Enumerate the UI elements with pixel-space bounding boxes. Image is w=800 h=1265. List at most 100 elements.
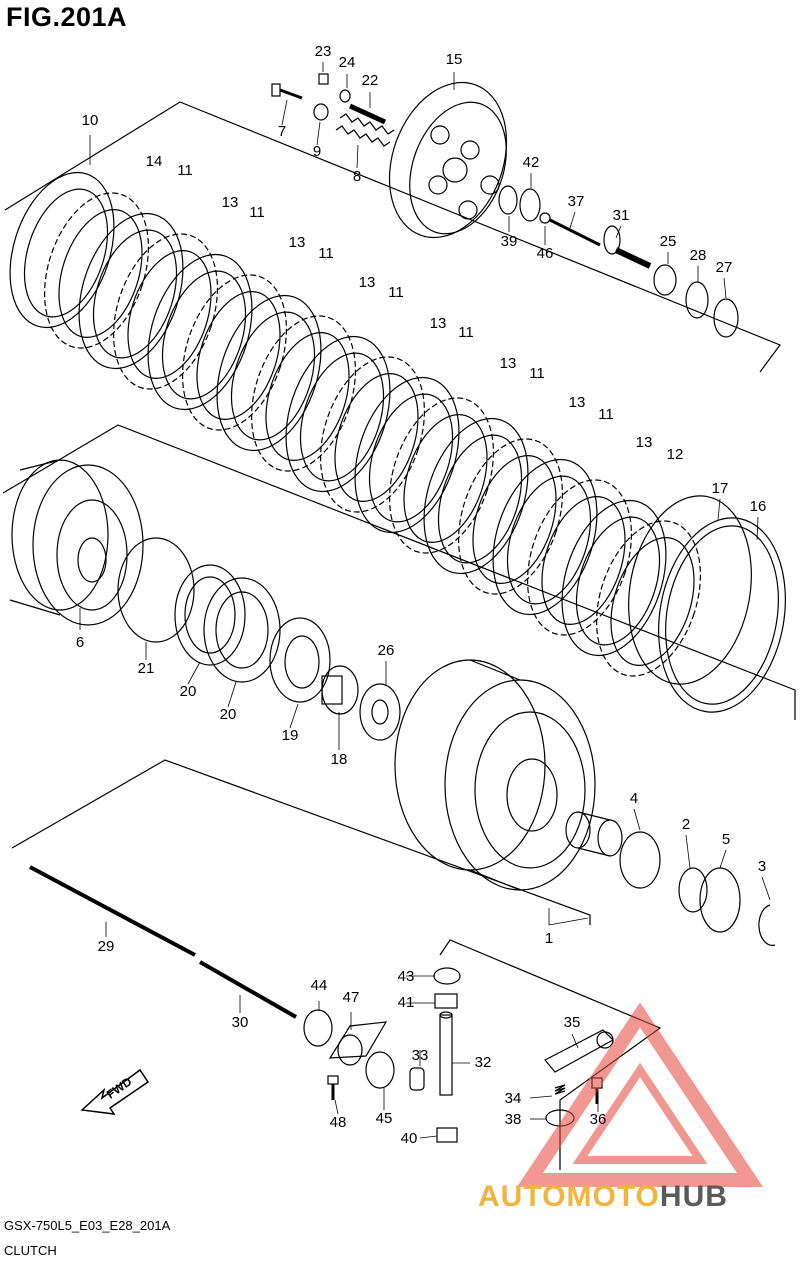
- plate-inner-edge: [23, 188, 109, 318]
- sleeve-hub: [9, 459, 144, 626]
- watermark-text-part2: HUB: [659, 1180, 728, 1213]
- leader-line: [548, 917, 589, 926]
- drive-plate: [388, 397, 495, 554]
- leader-line: [334, 1099, 339, 1115]
- driven-plate: [561, 499, 667, 657]
- callout-30: 30: [232, 1014, 249, 1031]
- clutch-housing: [394, 659, 596, 891]
- spring-washer-20a-inner: [184, 576, 236, 654]
- callout-5: 5: [722, 831, 730, 848]
- watermark-text-part1: AUTOMOTO: [478, 1180, 660, 1213]
- plate-inner-edge: [506, 475, 592, 605]
- drive-plate: [250, 315, 357, 472]
- callout-13f: 13: [569, 394, 586, 411]
- bearing-42: [519, 188, 541, 222]
- callout-18: 18: [331, 751, 348, 768]
- leader-line: [719, 849, 727, 869]
- spring-pin-22: [348, 103, 387, 125]
- callout-42: 42: [523, 154, 540, 171]
- callout-11b: 11: [249, 204, 265, 221]
- leader-line: [571, 1033, 579, 1049]
- seat-19-inner: [284, 635, 320, 689]
- spring-ring-16-inner: [665, 525, 779, 705]
- callout-7: 7: [278, 123, 286, 140]
- spring-washer-20a: [174, 564, 246, 666]
- callout-11g: 11: [598, 406, 614, 423]
- leader-line: [316, 121, 321, 146]
- callout-34: 34: [505, 1090, 522, 1107]
- pressure-plate: [388, 81, 508, 239]
- arm-35: [544, 1029, 614, 1073]
- spring-washer-20b-inner: [215, 591, 269, 669]
- drive-plate: [457, 438, 564, 595]
- leader-line: [717, 498, 721, 521]
- callout-38: 38: [505, 1111, 522, 1128]
- push-rod-29: [29, 865, 196, 957]
- plate-inner-edge: [196, 291, 281, 420]
- leader-line: [281, 99, 288, 126]
- group-box-shaft: [11, 759, 591, 925]
- leader-line: [685, 834, 691, 869]
- circlip-21: [117, 537, 195, 643]
- callout-11e: 11: [458, 324, 474, 341]
- callout-26: 26: [378, 642, 395, 659]
- leader-lines: [79, 62, 771, 1139]
- leader-line: [756, 516, 759, 541]
- driven-plate: [423, 417, 529, 575]
- leader-line: [633, 808, 641, 831]
- washer-26: [359, 683, 401, 741]
- callout-13g: 13: [636, 434, 653, 451]
- circlip-3: [758, 904, 776, 946]
- callout-11f: 11: [529, 365, 545, 382]
- leader-line: [227, 681, 237, 708]
- plate-inner-edge: [403, 414, 488, 543]
- nut-46: [539, 212, 551, 224]
- release-shaft-32: [439, 1011, 453, 1096]
- bearing-41: [434, 993, 458, 1009]
- washer-28: [685, 281, 709, 319]
- leader-line: [289, 703, 299, 729]
- leader-line: [723, 277, 727, 299]
- spacer-2: [678, 867, 708, 913]
- callout-23: 23: [315, 43, 332, 60]
- callout-12: 12: [667, 446, 684, 463]
- callout-19: 19: [282, 727, 299, 744]
- drive-plate: [526, 479, 633, 636]
- callout-47: 47: [343, 989, 360, 1006]
- drive-plate: [595, 520, 702, 677]
- driven-plate: [492, 458, 598, 616]
- callout-4: 4: [630, 790, 638, 807]
- callout-13b: 13: [289, 234, 306, 251]
- callout-20a: 20: [180, 683, 197, 700]
- bolt-7: [271, 83, 303, 100]
- plate-inner-edge: [610, 537, 695, 666]
- spring-34: [554, 1084, 566, 1095]
- bearing-40: [436, 1127, 458, 1143]
- plate-inner-edge: [368, 393, 454, 523]
- drive-plate: [43, 192, 150, 349]
- plate-inner-edge: [127, 250, 212, 379]
- plate-inner-edge: [230, 311, 316, 441]
- washer-39: [498, 185, 518, 215]
- spacer-4-sleeve: [565, 811, 623, 857]
- leader-line: [569, 211, 576, 229]
- callout-13a: 13: [222, 194, 239, 211]
- leader-line: [419, 1135, 438, 1139]
- screw-48: [327, 1075, 339, 1100]
- plate-47: [328, 1021, 388, 1066]
- plate-inner-edge: [541, 496, 626, 625]
- callout-32: 32: [475, 1054, 492, 1071]
- leader-line: [529, 1095, 553, 1099]
- group-box-hub: [2, 424, 796, 720]
- nut-25: [653, 264, 677, 296]
- clutch-plate-stack: [9, 171, 702, 677]
- callout-13d: 13: [430, 315, 447, 332]
- plate-inner-edge: [161, 270, 247, 400]
- callout-11a: 11: [177, 162, 193, 179]
- plate-inner-edge: [575, 516, 661, 646]
- callout-1: 1: [545, 930, 553, 947]
- callout-37: 37: [568, 193, 585, 210]
- drive-plate: [112, 233, 219, 390]
